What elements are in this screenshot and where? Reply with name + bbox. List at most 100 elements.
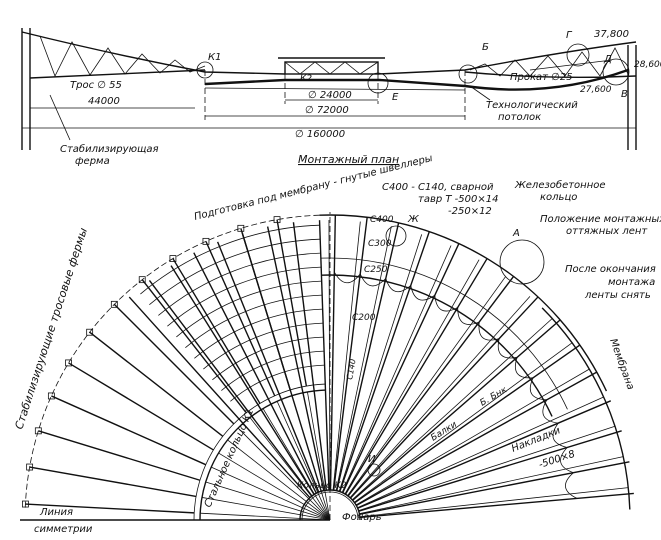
- tech-ceiling-1: Технологический: [486, 100, 578, 111]
- stab-truss-1: Стабилизирующая: [60, 143, 159, 155]
- channels-2: тавр Т -500×14: [418, 194, 498, 205]
- radial-beam-edge: [358, 425, 616, 512]
- stabilising-truss: [38, 430, 201, 481]
- channel-hoop: [140, 224, 320, 295]
- radial-beam: [347, 275, 515, 497]
- radial-beam-edge: [335, 226, 392, 491]
- radial-channel: [216, 241, 320, 493]
- radial-beam: [359, 492, 634, 519]
- dim-44000: 44000: [88, 96, 120, 107]
- steel-ring-k1-arc-outer: [193, 383, 326, 521]
- lantern-label: Фонарь: [342, 512, 382, 523]
- radial-beam: [344, 258, 488, 495]
- channel-hoop: [158, 252, 321, 316]
- radial-beam-edge: [341, 245, 452, 493]
- label-d: Д: [603, 54, 612, 65]
- radial-channel: [266, 226, 325, 491]
- stabilising-truss: [25, 503, 195, 514]
- membrane-scallop: [565, 472, 578, 499]
- stabilising-truss: [51, 395, 207, 466]
- centre-radial: [262, 408, 331, 521]
- centre-radial: [237, 427, 331, 521]
- radial-channel: [193, 252, 318, 494]
- truss-web-right: [469, 47, 629, 77]
- membrane-scallop: [434, 295, 458, 312]
- node-b-circle: [458, 64, 478, 84]
- channel-hoop: [185, 294, 323, 348]
- truss-end-marker: [22, 500, 29, 508]
- radial-beam-edge: [351, 318, 553, 501]
- centre-radial: [211, 466, 331, 521]
- i-label: И: [368, 454, 376, 465]
- radial-beam: [359, 461, 630, 515]
- rc-ring-1: Железобетонное: [514, 179, 606, 191]
- dim-72000: ∅ 72000: [305, 105, 349, 116]
- membrane-scallop: [385, 278, 412, 293]
- channels-1: С400 - С140, сварной: [382, 182, 494, 193]
- channel-hoop: [149, 238, 321, 306]
- channel-hoop: [230, 364, 325, 402]
- zh-label: Ж: [407, 214, 420, 225]
- truss-end-marker: [202, 237, 210, 245]
- node-k1-circle: [196, 61, 214, 79]
- tapes-2: оттяжных лент: [566, 226, 648, 237]
- radial-beam: [352, 319, 561, 501]
- stabilising-truss: [68, 362, 214, 451]
- channel-hoop: [221, 350, 325, 391]
- channel-hoop: [194, 308, 323, 359]
- channel-hoop: [203, 322, 324, 370]
- membrane-scallop: [333, 271, 361, 284]
- radial-beam: [336, 222, 400, 491]
- truss-end-marker: [237, 224, 245, 232]
- centre-radial: [227, 439, 331, 521]
- stabilising-truss: [29, 466, 197, 498]
- c140-label: С140: [345, 358, 357, 380]
- label-g: Г: [566, 30, 573, 41]
- stabilising-truss: [141, 279, 247, 414]
- channel-hoop: [167, 266, 322, 327]
- centre-radial: [200, 512, 331, 521]
- pads-2: -500×8: [538, 449, 577, 471]
- lantern-box: [284, 61, 379, 75]
- radial-beam-edge: [338, 234, 423, 492]
- radial-beam: [329, 215, 337, 491]
- truss-end-marker: [138, 276, 146, 284]
- after-3: ленты снять: [584, 290, 651, 301]
- membrane-scallop: [529, 377, 547, 401]
- detail-i-circle: [367, 463, 381, 477]
- radial-beam: [358, 430, 622, 512]
- membrane-scallop: [478, 321, 500, 341]
- membrane-scallop: [457, 307, 480, 325]
- truss-end-marker: [34, 427, 42, 435]
- radial-channel: [148, 279, 313, 497]
- cross-section: К1 К2 Б Г Д В Е 37,800 27,600 28,600 Тро…: [21, 28, 661, 167]
- upper-chord-right: [377, 41, 637, 75]
- truss-end-marker: [86, 328, 94, 336]
- truss-end-marker: [273, 216, 281, 224]
- lower-chord-right: [464, 71, 637, 79]
- radial-channel: [241, 232, 322, 492]
- truss-end-marker: [169, 255, 177, 262]
- radial-beam-edge: [347, 276, 506, 496]
- lower-chord-left: [29, 69, 206, 79]
- steel-ring-label: Стальное кольцо К1: [203, 407, 257, 509]
- radial-channel: [292, 222, 328, 491]
- label-e: Е: [392, 92, 399, 103]
- c400-label: С400: [370, 215, 394, 225]
- membrane-scallop: [514, 357, 534, 379]
- dim-160000: ∅ 160000: [295, 129, 345, 140]
- membrane-scallop: [497, 338, 518, 359]
- rc-ring-outer: [320, 257, 568, 410]
- radial-beam: [332, 217, 368, 491]
- node-g-circle: [566, 43, 590, 67]
- detail-zh-circle: [385, 225, 407, 247]
- label-k1: К1: [208, 52, 221, 63]
- membrane-scallop: [552, 422, 568, 448]
- centre-radial: [218, 452, 331, 521]
- a-label: А: [512, 228, 520, 239]
- membrane-scallop: [359, 273, 387, 287]
- cable-label: Трос ∅ 55: [70, 80, 122, 91]
- c250-label: С250: [364, 265, 388, 275]
- radial-beam: [354, 344, 581, 504]
- centre-radial: [201, 497, 331, 521]
